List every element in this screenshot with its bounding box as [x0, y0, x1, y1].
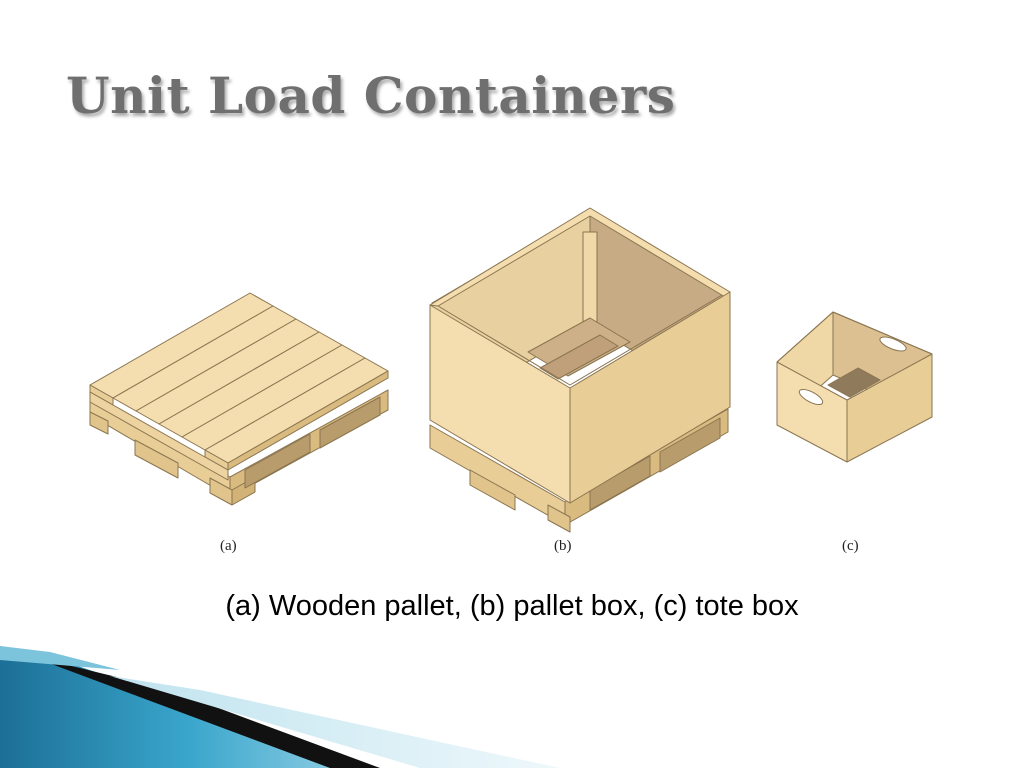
figure-label-c: (c) — [842, 538, 859, 554]
wooden-pallet-illustration — [89, 292, 389, 506]
slide-title: Unit Load Containers — [66, 66, 676, 125]
figure-label-a: (a) — [220, 538, 237, 554]
decorative-swoosh — [0, 646, 560, 768]
figure-label-b: (b) — [554, 538, 572, 554]
tote-box-illustration — [776, 311, 933, 463]
pallet-box-illustration — [429, 207, 731, 533]
figure-caption: (a) Wooden pallet, (b) pallet box, (c) t… — [225, 590, 799, 622]
